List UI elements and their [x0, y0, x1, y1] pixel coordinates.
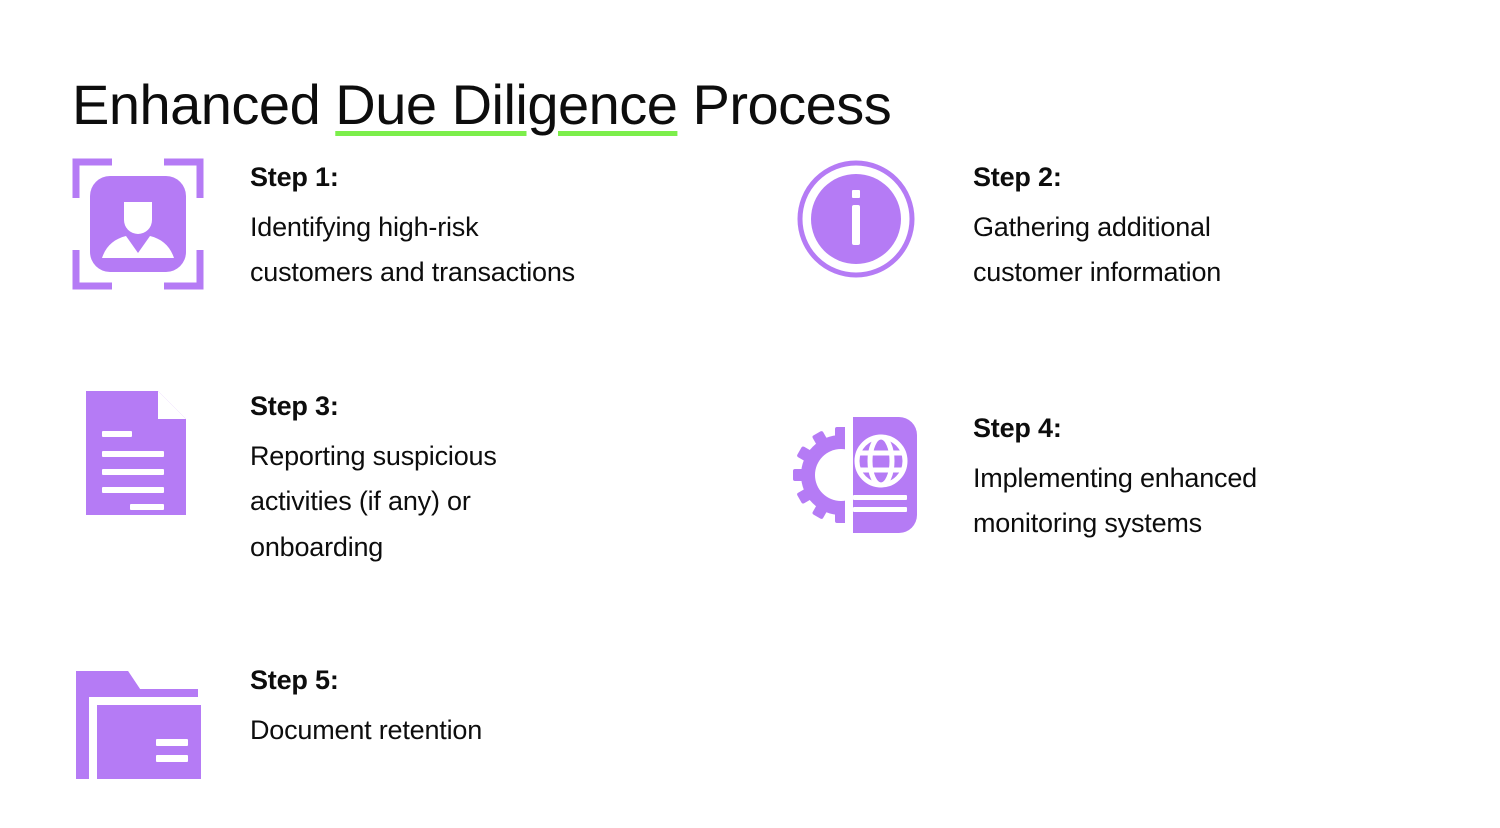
step-text-4: Step 4: Implementing enhanced monitoring…	[973, 409, 1257, 547]
step-text-1: Step 1: Identifying high-risk customers …	[250, 158, 575, 296]
step-label-4: Step 4:	[973, 413, 1062, 443]
step-text-3: Step 3: Reporting suspicious activities …	[250, 387, 497, 570]
information-circle-icon	[795, 158, 927, 290]
step-item-4: Step 4: Implementing enhanced monitoring…	[793, 409, 1257, 547]
step-label-3: Step 3:	[250, 391, 339, 421]
step-label-5: Step 5:	[250, 665, 339, 695]
step-description-2: Gathering additional customer informatio…	[973, 212, 1222, 288]
step-item-5: Step 5: Document retention	[72, 661, 482, 793]
step-label-2: Step 2:	[973, 162, 1062, 192]
folder-icon	[72, 661, 204, 793]
step-description-5: Document retention	[250, 715, 483, 745]
identify-person-scan-icon	[72, 158, 204, 290]
step-item-3: Step 3: Reporting suspicious activities …	[72, 387, 497, 570]
page-title-suffix: Process	[677, 72, 892, 136]
page-title: Enhanced Due Diligence Process	[72, 72, 892, 136]
page-title-highlight: Due Diligence	[335, 72, 678, 136]
gear-globe-monitoring-icon	[793, 409, 927, 541]
step-text-5: Step 5: Document retention	[250, 661, 482, 753]
step-description-1: Identifying high-risk customers and tran…	[250, 212, 575, 288]
page-title-prefix: Enhanced	[72, 72, 336, 136]
step-label-1: Step 1:	[250, 162, 339, 192]
step-text-2: Step 2: Gathering additional customer in…	[973, 158, 1221, 296]
document-lines-icon	[72, 387, 204, 519]
step-item-2: Step 2: Gathering additional customer in…	[795, 158, 1221, 296]
step-description-3: Reporting suspicious activities (if any)…	[250, 441, 497, 562]
step-description-4: Implementing enhanced monitoring systems	[973, 463, 1257, 539]
step-item-1: Step 1: Identifying high-risk customers …	[72, 158, 575, 296]
